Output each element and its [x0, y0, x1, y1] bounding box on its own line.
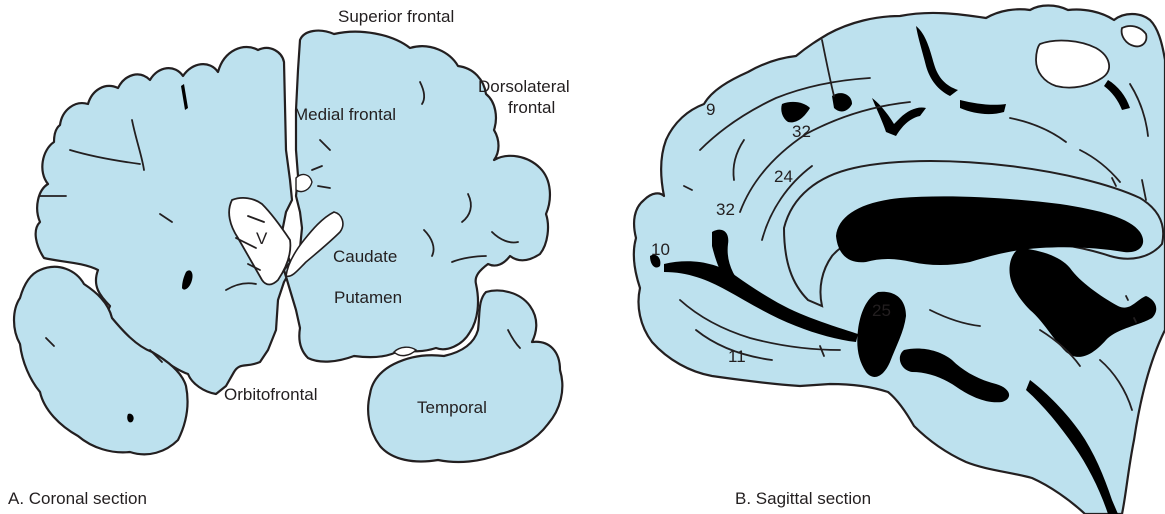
area-32-upper-label: 32 [792, 122, 811, 141]
area-10-label: 10 [651, 240, 670, 259]
area-24-label: 24 [774, 167, 793, 186]
caption-coronal: A. Coronal section [8, 489, 147, 508]
label-temporal: Temporal [417, 398, 487, 417]
sagittal-section-panel: 9 32 24 32 10 25 11 B. Sagittal section [634, 6, 1165, 514]
caption-sagittal: B. Sagittal section [735, 489, 871, 508]
area-9-label: 9 [706, 100, 715, 119]
coronal-section-panel: Superior frontal Dorsolateral frontal Me… [8, 7, 570, 508]
label-medial-frontal: Medial frontal [294, 105, 396, 124]
label-dorsolateral-line2: frontal [508, 98, 555, 117]
label-caudate: Caudate [333, 247, 397, 266]
area-25-label: 25 [872, 301, 891, 320]
area-11-label: 11 [728, 347, 746, 366]
label-orbitofrontal: Orbitofrontal [224, 385, 318, 404]
area-32-lower-label: 32 [716, 200, 735, 219]
label-superior-frontal: Superior frontal [338, 7, 454, 26]
label-putamen: Putamen [334, 288, 402, 307]
label-dorsolateral-line1: Dorsolateral [478, 77, 570, 96]
label-ventricle: V [256, 229, 268, 248]
